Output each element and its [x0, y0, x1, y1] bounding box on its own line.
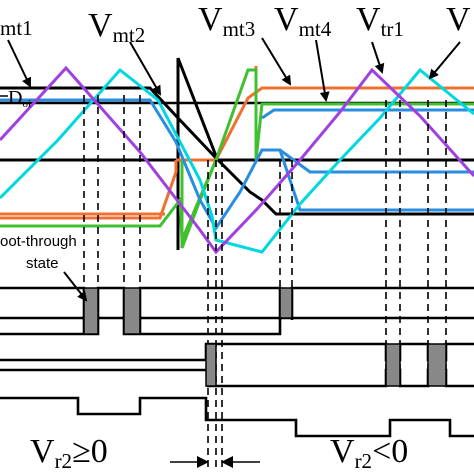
vmt1-label: mt1 [0, 16, 33, 40]
switch-signal-2a [0, 342, 474, 362]
switch-signal-1a [0, 286, 474, 320]
switch-signal-1b [0, 316, 474, 336]
vmt3-right [261, 108, 474, 212]
vmt3-label: Vmt3 [198, 1, 255, 41]
vmt4-label: Vmt4 [274, 1, 332, 41]
dashed-markers [83, 95, 447, 470]
v-right-label: V [446, 1, 471, 38]
vmt2-label: Vmt2 [88, 7, 145, 47]
vmt2-signal [0, 67, 474, 254]
waveform-area [0, 57, 474, 255]
switching-signals [0, 286, 474, 438]
doi-label: Doi [8, 87, 31, 110]
vr2-negative-label: Vr2<0 [330, 433, 408, 473]
vtr1-label: Vtr1 [356, 1, 404, 41]
vtr1-signal [0, 65, 474, 255]
shoot-through-state-label: state [26, 255, 59, 272]
vmt1-spike [176, 57, 218, 250]
shoot-through-label: oot-through [0, 233, 77, 250]
vmt3-signal [0, 98, 474, 231]
green-zigzag [180, 159, 218, 249]
shoot-through-blocks [83, 287, 447, 387]
switch-signal-3 [0, 396, 474, 438]
vr2-positive-label: Vr2≥0 [30, 433, 108, 473]
switch-signal-2b [0, 368, 474, 388]
green-signal [0, 68, 474, 241]
